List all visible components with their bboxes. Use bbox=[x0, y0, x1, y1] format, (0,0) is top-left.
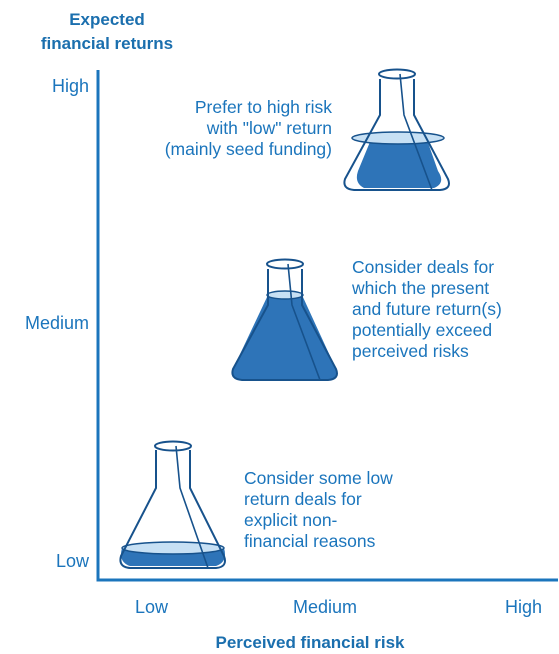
annotation-seed-funding: Prefer to high risk with "low" return (m… bbox=[164, 97, 332, 159]
y-axis-title: Expected financial returns bbox=[40, 10, 174, 53]
x-axis-title: Perceived financial risk bbox=[215, 633, 405, 652]
flask-medium-return-icon bbox=[231, 258, 338, 381]
annotation-non-financial: Consider some low return deals for expli… bbox=[244, 468, 393, 551]
y-tick-high: High bbox=[51, 76, 89, 96]
flask-high-return-icon bbox=[343, 68, 450, 191]
y-tick-low: Low bbox=[55, 551, 89, 571]
x-tick-high: High bbox=[505, 597, 543, 617]
y-tick-medium: Medium bbox=[24, 313, 89, 333]
x-tick-medium: Medium bbox=[293, 597, 358, 617]
x-tick-low: Low bbox=[135, 597, 169, 617]
flask-low-return-icon bbox=[119, 440, 226, 569]
annotation-present-future-return: Consider deals for which the present and… bbox=[352, 257, 502, 361]
